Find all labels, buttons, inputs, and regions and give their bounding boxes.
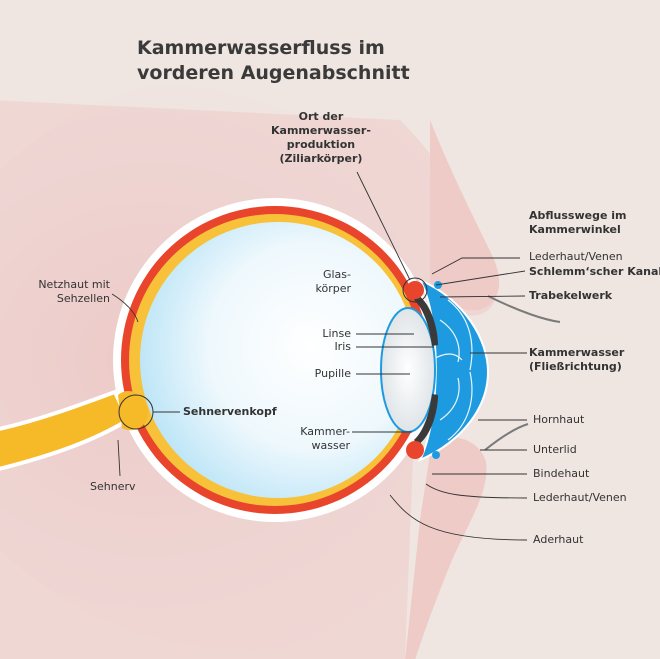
label-sclera-veins-bottom: Lederhaut/Venen: [533, 491, 627, 504]
diagram-title: Kammerwasserfluss im vorderen Augenabsch…: [137, 36, 410, 86]
label-lens: Linse: [322, 327, 351, 340]
label-optic-disc: Sehnervenkopf: [183, 405, 277, 418]
label-optic-nerve: Sehnerv: [90, 480, 136, 493]
label-trabecular-meshwork: Trabekelwerk: [529, 289, 613, 302]
lens: [380, 307, 436, 433]
ciliary-marker: [402, 277, 428, 303]
ciliary-body-upper: [406, 281, 424, 299]
aqueous-flow-arrows: [431, 299, 473, 441]
leader-lines: [111, 171, 528, 541]
iris-lower: [414, 394, 438, 445]
label-vitreous: Glas- körper: [315, 268, 351, 295]
label-conjunctiva: Bindehaut: [533, 467, 590, 480]
upper-eyelid: [430, 120, 500, 311]
label-lower-lid: Unterlid: [533, 443, 577, 456]
lower-eyelid: [405, 437, 487, 659]
optic-disc: [118, 390, 149, 431]
upper-eyelash: [487, 295, 561, 323]
label-schlemm-canal: Schlemm‘scher Kanal: [529, 265, 660, 278]
label-iris: Iris: [334, 340, 351, 353]
label-retina: Netzhaut mit Sehzellen: [38, 278, 110, 305]
label-cornea: Hornhaut: [533, 413, 585, 426]
lower-eyelash: [484, 423, 529, 451]
label-pupil: Pupille: [314, 367, 351, 380]
title-line-2: vorderen Augenabschnitt: [137, 62, 410, 84]
label-outflow-heading: Abflusswege im Kammerwinkel: [529, 209, 627, 236]
label-aqueous-flow: Kammerwasser (Fließrichtung): [529, 346, 625, 373]
title-line-1: Kammerwasserfluss im: [137, 37, 385, 59]
ciliary-body-lower: [406, 441, 424, 459]
schlemm-canal-lower: [432, 451, 440, 459]
label-production-site: Ort der Kammerwasser- produktion (Ziliar…: [271, 110, 371, 165]
label-aqueous-humor: Kammer- wasser: [300, 425, 350, 452]
label-sclera-veins-top: Lederhaut/Venen: [529, 250, 623, 263]
vitreous-body: [140, 222, 416, 498]
iris-upper: [414, 295, 438, 346]
label-choroid: Aderhaut: [533, 533, 584, 546]
